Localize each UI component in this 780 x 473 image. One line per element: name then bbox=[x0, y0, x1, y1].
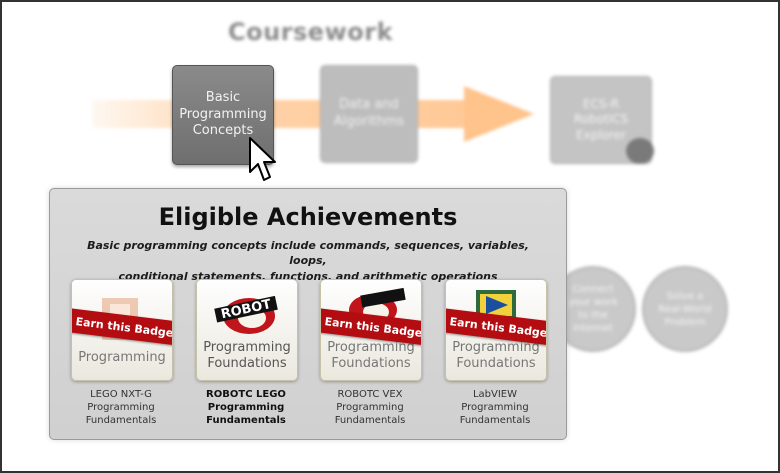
badge-labview[interactable]: Programming Foundations Earn this Badge bbox=[445, 279, 547, 381]
milestone-label-line: Connect bbox=[572, 284, 614, 295]
milestone-label-line: Internet bbox=[573, 323, 613, 334]
caption-line: ROBOTC LEGO bbox=[206, 389, 286, 400]
caption-line: Fundamentals bbox=[334, 415, 406, 426]
caption-line: ROBOTC VEX bbox=[337, 389, 403, 400]
speech-bubble-icon bbox=[626, 138, 654, 164]
milestone-label-line: to the bbox=[578, 310, 608, 321]
step-label-line: Basic bbox=[205, 89, 241, 105]
caption-line: Programming bbox=[461, 402, 529, 413]
badge-text: Programming Foundations bbox=[197, 340, 297, 371]
badge-text-line: Programming bbox=[452, 340, 540, 355]
badge-text: Programming Foundations bbox=[446, 340, 546, 371]
badge-caption[interactable]: LEGO NXT-G Programming Fundamentals bbox=[66, 388, 176, 427]
badge-text: Programming Foundations bbox=[321, 340, 421, 371]
milestone-label-line: Real-World bbox=[658, 303, 712, 315]
eligible-achievements-panel: Eligible Achievements Basic programming … bbox=[49, 188, 567, 440]
caption-line: Programming bbox=[336, 402, 404, 413]
coursework-title: Coursework bbox=[228, 18, 394, 46]
caption-line: Programming bbox=[87, 402, 155, 413]
panel-description: Basic programming concepts include comma… bbox=[70, 238, 546, 284]
step-label-line: Concepts bbox=[192, 123, 254, 139]
milestone-label-line: your work bbox=[568, 297, 618, 308]
robotc-logo: ROBOT bbox=[214, 295, 278, 334]
caption-line: Fundamentals bbox=[85, 415, 157, 426]
milestone-real-world-problem[interactable]: Solve a Real-World Problem bbox=[642, 266, 728, 352]
milestone-label-line: Problem bbox=[664, 316, 706, 328]
caption-line: LEGO NXT-G bbox=[90, 389, 152, 400]
badge-text-line: Programming bbox=[327, 340, 415, 355]
step-label-line: Programming bbox=[179, 106, 267, 122]
badge-text-line: Foundations bbox=[331, 355, 411, 371]
step-data-and-algorithms[interactable]: Data and Algorithms bbox=[320, 65, 418, 163]
step-label-line: Algorithms bbox=[333, 114, 405, 129]
badge-text-line: Foundations bbox=[207, 355, 287, 371]
badge-text-line: Foundations bbox=[456, 355, 536, 371]
progress-arrow-head bbox=[464, 86, 534, 142]
badge-caption[interactable]: LabVIEW Programming Fundamentals bbox=[440, 388, 550, 427]
caption-line: Fundamentals bbox=[206, 415, 286, 426]
badge-robotc-vex[interactable]: Programming Foundations Earn this Badge bbox=[320, 279, 422, 381]
caption-line: LabVIEW bbox=[472, 389, 518, 400]
step-label-line: Explorer bbox=[576, 127, 626, 142]
arrow-pointer-icon bbox=[249, 137, 276, 181]
caption-line: Programming bbox=[207, 402, 285, 413]
badge-robotc-lego[interactable]: ROBOT Programming Foundations bbox=[196, 279, 298, 381]
caption-line: Fundamentals bbox=[459, 415, 531, 426]
step-label-line: Data and bbox=[339, 97, 399, 113]
description-line: Basic programming concepts include comma… bbox=[87, 239, 529, 268]
badge-text-line: Programming bbox=[78, 350, 166, 365]
panel-title: Eligible Achievements bbox=[158, 203, 458, 231]
step-label-line: RobotICS bbox=[573, 112, 629, 127]
milestone-label-line: Solve a bbox=[666, 290, 704, 302]
badge-text-line: Programming bbox=[203, 340, 291, 355]
badge-caption[interactable]: ROBOTC LEGO Programming Fundamentals bbox=[191, 388, 301, 427]
step-label-line: ECS-R bbox=[582, 96, 620, 111]
badge-text: Programming bbox=[72, 350, 172, 366]
badge-caption[interactable]: ROBOTC VEX Programming Fundamentals bbox=[315, 388, 425, 427]
badge-lego-nxt-g[interactable]: Programming Earn this Badge bbox=[71, 279, 173, 381]
